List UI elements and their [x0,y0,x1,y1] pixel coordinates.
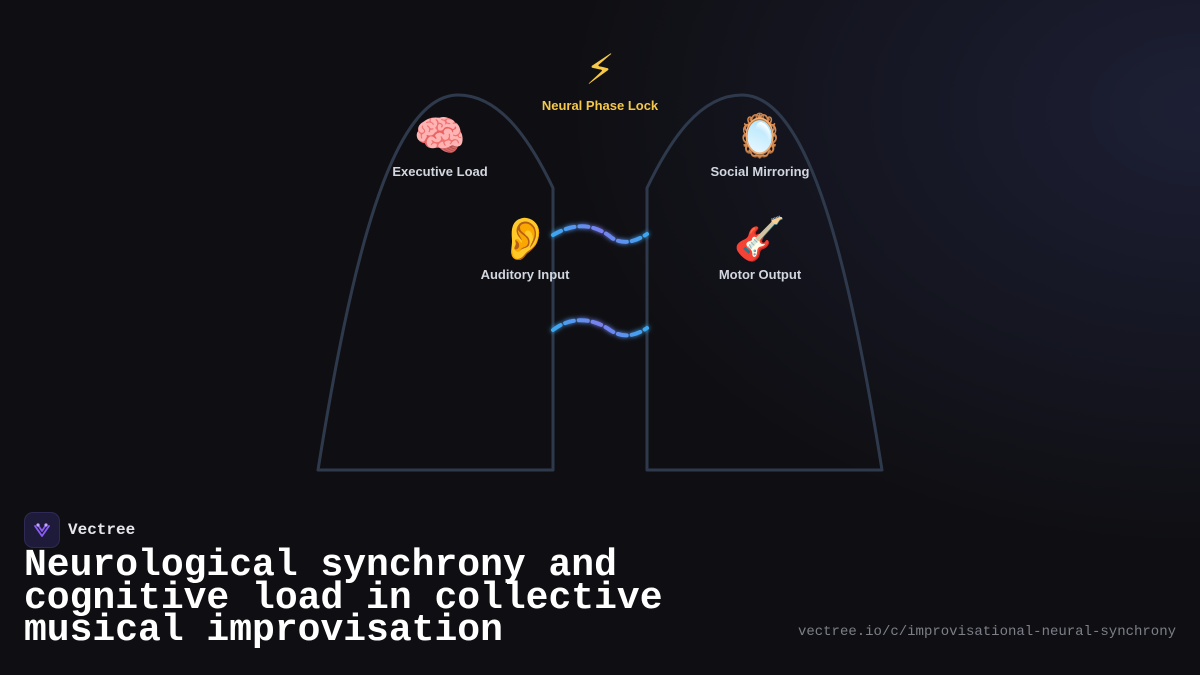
node-label: Motor Output [718,267,802,282]
node-neural-phase-lock: ⚡ Neural Phase Lock [541,45,659,114]
ear-icon: 👂 [498,214,552,263]
guitar-icon: 🎸 [733,214,787,263]
brand[interactable]: Vectree [24,512,135,548]
page-title: Neurological synchrony and cognitive loa… [24,544,663,652]
brand-name: Vectree [68,521,136,539]
node-social-mirroring: 🪞 Social Mirroring [710,111,810,180]
vectree-logo-icon [24,512,60,548]
node-label: Executive Load [392,164,488,179]
brain-icon: 🧠 [413,111,467,160]
node-label: Auditory Input [480,267,570,282]
left-hemisphere-outline [316,93,555,472]
node-auditory-input: 👂 Auditory Input [480,214,570,283]
mirror-icon: 🪞 [733,111,787,160]
node-label: Neural Phase Lock [541,98,659,113]
sync-wave-upper [551,224,649,244]
node-executive-load: 🧠 Executive Load [392,111,488,180]
sync-wave-lower [551,318,649,338]
right-hemisphere-outline [645,93,884,472]
node-label: Social Mirroring [710,164,810,179]
lightning-icon: ⚡ [585,45,615,94]
page-url[interactable]: vectree.io/c/improvisational-neural-sync… [797,624,1176,640]
node-motor-output: 🎸 Motor Output [718,214,802,283]
